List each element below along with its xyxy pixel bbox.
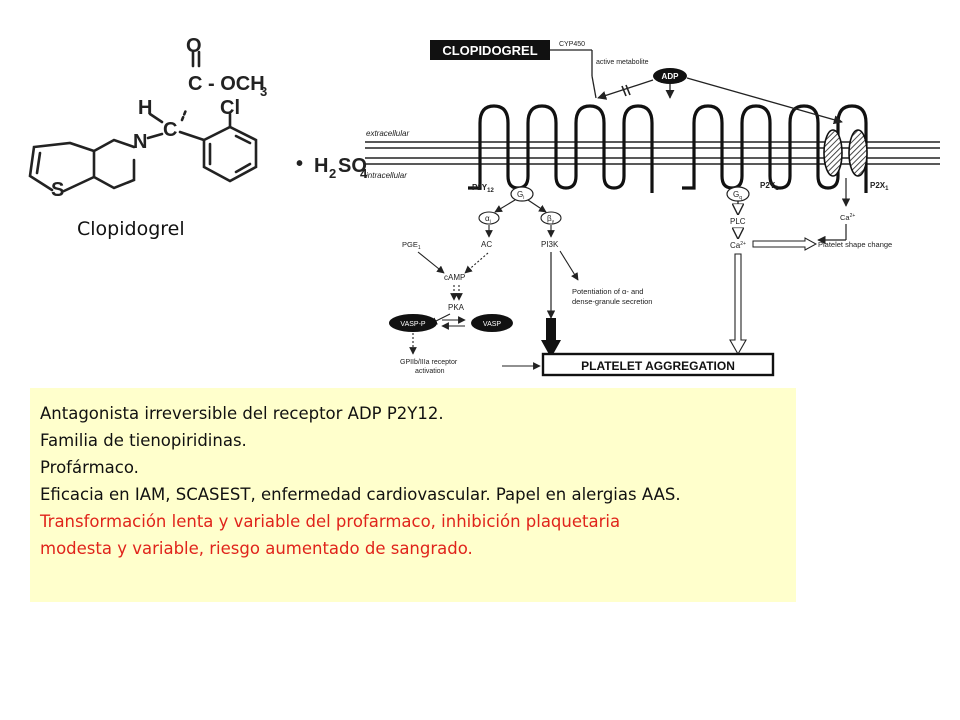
salt-subscript-4: 4 — [360, 166, 368, 181]
adp-label: ADP — [662, 72, 680, 81]
gp-line2: activation — [415, 368, 445, 375]
beta-gamma-label: βγ — [547, 214, 555, 225]
atom-cl: Cl — [220, 97, 240, 119]
p2y1-receptor — [682, 104, 868, 193]
shape-change-label: Platelet shape change — [818, 240, 892, 249]
atom-c-chiral: C — [163, 119, 177, 141]
clopidogrel-structure: O C - OCH 3 H C Cl N S • H 2 SO 4 — [28, 35, 368, 201]
pi3k-big-arrow — [541, 318, 561, 358]
extracellular-label: extracellular — [366, 129, 409, 138]
salt-bullet: • — [296, 153, 303, 175]
atom-n: N — [133, 131, 147, 153]
note-line-1: Antagonista irreversible del receptor AD… — [40, 404, 444, 423]
pka-label: PKA — [448, 303, 465, 312]
ca-p2x-label: Ca2+ — [840, 213, 855, 222]
salt-so: SO — [338, 155, 367, 177]
note-line-3: Profármaco. — [40, 458, 139, 477]
gq-label: Gq — [733, 190, 742, 201]
p2y12-receptor — [468, 104, 654, 193]
aggregation-box — [541, 352, 775, 377]
p2x1-channel-left — [823, 129, 843, 177]
alpha-i-label: αi — [485, 214, 491, 225]
gp-line1: GPIIb/IIIa receptor — [400, 359, 458, 366]
note-line-2: Familia de tienopiridinas. — [40, 431, 247, 450]
beta-gamma-node — [540, 211, 562, 225]
p2y1-label: P2Y1 — [760, 181, 779, 192]
note-line-6: modesta y variable, riesgo aumentado de … — [40, 539, 473, 558]
atom-o: O — [186, 35, 202, 57]
ester-group: - OCH — [208, 73, 265, 95]
clopidogrel-box — [430, 40, 550, 60]
note-line-5: Transformación lenta y variable del prof… — [40, 512, 621, 531]
plc-label: PLC — [730, 217, 746, 226]
pge1-label: PGE1 — [402, 240, 421, 251]
granule-line1: Potentiation of α- and — [572, 287, 643, 296]
vasp-p-label: VASP-P — [400, 321, 425, 328]
atom-s: S — [51, 179, 64, 201]
ac-label: AC — [481, 240, 492, 249]
vasp-label: VASP — [483, 321, 501, 328]
p2y12-label: P2Y12 — [472, 183, 494, 194]
vasp-p-node — [389, 314, 437, 332]
atom-c-carbonyl: C — [188, 73, 202, 95]
ca-plc-label: Ca2+ — [730, 241, 746, 250]
salt-subscript-2: 2 — [329, 166, 336, 181]
p2x1-label: P2X1 — [870, 181, 889, 192]
vasp-node — [471, 314, 513, 332]
gi-node — [510, 186, 534, 202]
alpha-i-node — [478, 211, 500, 225]
notes-box: Antagonista irreversible del receptor AD… — [30, 388, 796, 602]
ester-subscript: 3 — [260, 84, 267, 99]
salt-h: H — [314, 155, 328, 177]
molecule-caption: Clopidogrel — [77, 218, 185, 240]
granule-line2: dense-granule secretion — [572, 297, 652, 306]
cyp450-label: CYP450 — [559, 41, 585, 48]
note-line-4: Eficacia en IAM, SCASEST, enfermedad car… — [40, 485, 681, 504]
pi3k-label: PI3K — [541, 240, 559, 249]
p2x1-channel-right — [848, 129, 868, 177]
clopidogrel-label: CLOPIDOGREL — [442, 43, 537, 58]
aggregation-label: PLATELET AGGREGATION — [581, 359, 735, 373]
intracellular-label: intracellular — [366, 171, 407, 180]
adp-oval — [653, 68, 687, 84]
active-metabolite-label: active metabolite — [596, 59, 649, 66]
calcium-to-aggregation-arrow — [729, 253, 747, 356]
gi-label: Gi — [517, 190, 524, 201]
camp-label: cAMP — [444, 273, 465, 282]
atom-h: H — [138, 97, 152, 119]
p2y12-mechanism-diagram: extracellular intracellular CLOPIDOGREL … — [365, 40, 940, 377]
